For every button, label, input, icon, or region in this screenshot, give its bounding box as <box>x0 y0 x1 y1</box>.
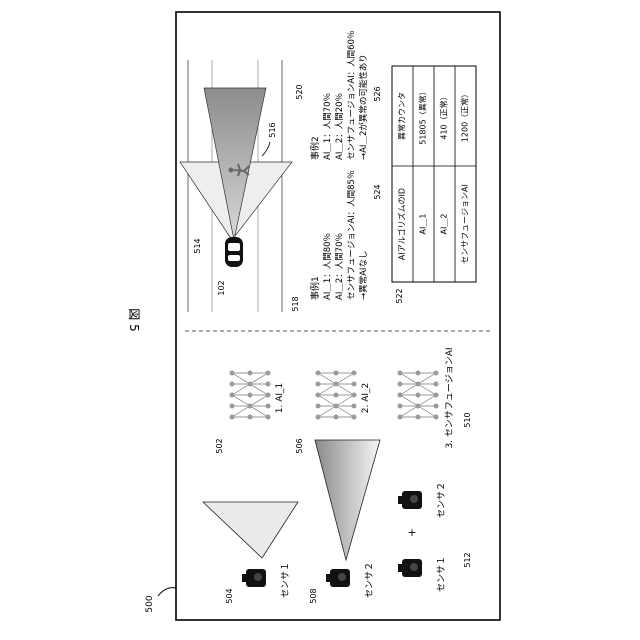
table-cell: センサフュージョンAI <box>461 184 470 264</box>
ref-510: 510 <box>463 412 472 427</box>
table-cell: AI＿2 <box>440 214 449 235</box>
sensor1-fov-cone <box>203 502 298 558</box>
table-cell: 51805（異常） <box>419 87 428 144</box>
ref-508: 508 <box>309 588 318 603</box>
table-cell: 410（正常） <box>440 92 449 139</box>
ai-label-1: 1. AI_1 <box>275 383 285 414</box>
ref-518: 518 <box>291 296 300 311</box>
fusion-plus: + <box>407 526 416 539</box>
case2-block: 事例2 AI＿1：人間70％ AI＿2：人間20％ センサフュージョンAI：人間… <box>309 31 369 160</box>
case2-line: AI＿1：人間70％ <box>323 93 333 160</box>
case1-title: 事例1 <box>309 276 321 300</box>
ref-514: 514 <box>193 238 202 253</box>
ref-516: 516 <box>268 122 277 137</box>
ref-500-leader <box>158 588 176 596</box>
ref-512: 512 <box>463 552 472 567</box>
ref-500: 500 <box>145 595 155 612</box>
figure-title: 図 5 <box>127 308 141 331</box>
sensor2-fov-cone <box>315 440 380 560</box>
ai-label-2: 2. AI_2 <box>361 383 371 414</box>
case2-line: センサフュージョンAI：人間60％ <box>347 31 357 160</box>
ref-506: 506 <box>295 438 304 453</box>
ref-522: 522 <box>395 288 404 303</box>
neural-network-icon <box>230 371 271 420</box>
table-header: AIアルゴリズムのID <box>397 188 407 260</box>
case1-line: センサフュージョンAI：人間85％ <box>347 171 357 300</box>
camera-icon <box>242 569 266 587</box>
sensor2-label: センサ２ <box>364 562 375 598</box>
table-cell: AI＿1 <box>419 214 428 235</box>
camera-icon <box>398 491 422 509</box>
case2-line: →AI＿2が異常の可能性あり <box>358 54 369 160</box>
anomaly-table: AIアルゴリズムのID 異常カウンタ AI＿1 51805（異常） AI＿2 4… <box>392 66 476 282</box>
fusion-sensor2-label: センサ２ <box>436 482 447 518</box>
case1-block: 事例1 AI＿1：人間80％ AI＿2：人間70％ センサフュージョンAI：人間… <box>309 171 369 300</box>
ref-516-leader <box>262 142 270 156</box>
ref-502: 502 <box>215 438 224 453</box>
ref-520: 520 <box>295 84 304 99</box>
case1-line: AI＿1：人間80％ <box>323 233 333 300</box>
case1-line: →異常AIなし <box>358 251 369 300</box>
ref-524: 524 <box>373 184 382 199</box>
neural-network-icon <box>316 371 357 420</box>
case1-line: AI＿2：人間70％ <box>335 233 345 300</box>
sensor1-label: センサ１ <box>280 562 291 598</box>
ref-102: 102 <box>217 280 226 295</box>
ref-526: 526 <box>373 86 382 101</box>
case2-line: AI＿2：人間20％ <box>335 93 345 160</box>
table-header: 異常カウンタ <box>398 92 407 140</box>
case2-title: 事例2 <box>309 136 321 160</box>
fusion-sensor1-label: センサ１ <box>436 556 447 592</box>
neural-network-icon <box>398 371 439 420</box>
table-cell: 1200（正常） <box>461 90 470 142</box>
car-icon <box>225 237 243 267</box>
ai-label-3: 3. センサフュージョンAI <box>444 347 455 448</box>
camera-icon <box>398 559 422 577</box>
camera-icon <box>326 569 350 587</box>
ref-504: 504 <box>225 588 234 603</box>
